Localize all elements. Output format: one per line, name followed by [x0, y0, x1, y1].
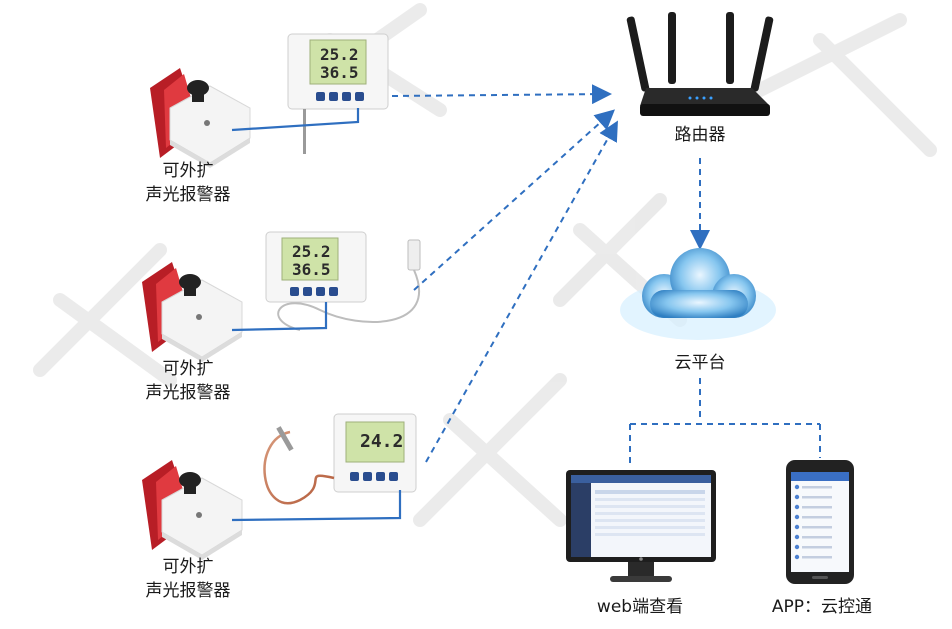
sensor1-alarm-cable [231, 108, 360, 132]
alarm-label-1-line2: 声光报警器 [145, 185, 231, 205]
cloud-platform-label: 云平台 [674, 353, 726, 373]
sensor-2-temp: 25.2 [292, 242, 331, 261]
web-monitor [566, 470, 716, 582]
alarm-label-3-line2: 声光报警器 [145, 581, 231, 601]
sensor3-probe [276, 426, 294, 452]
sensor3-alarm-cable [231, 490, 402, 522]
alarm-label-2-line2: 声光报警器 [145, 383, 231, 403]
router-device [626, 12, 774, 116]
sensor-device-3: 24.2 [333, 413, 417, 493]
arrow-sensor2-router [413, 109, 615, 291]
sensor-3-temp: 24.2 [360, 431, 403, 452]
sensor-1-temp: 25.2 [320, 45, 359, 64]
sensor-device-2: 25.2 36.5 [265, 231, 421, 303]
app-label: APP：云控通 [771, 597, 873, 617]
alarm-label-3-line1: 可外扩 [162, 557, 214, 577]
sensor2-probe-wire [277, 269, 421, 331]
cloud-icon [620, 248, 776, 340]
arrow-sensor1-router [391, 84, 612, 105]
cloud-distribution-lines [629, 378, 821, 466]
sensor-2-humidity: 36.5 [292, 260, 331, 279]
sensor-device-1: 25.2 36.5 [287, 33, 389, 154]
alarm-label-1-line1: 可外扩 [162, 161, 214, 181]
sensor-1-humidity: 36.5 [320, 63, 359, 82]
alarm-label-2-line1: 可外扩 [162, 359, 214, 379]
arrow-sensor3-router [425, 120, 618, 463]
alarm-device-2 [142, 262, 243, 362]
web-view-label: web端查看 [596, 597, 684, 617]
alarm-device-3 [142, 460, 243, 560]
app-phone [786, 460, 854, 584]
sensor3-probe-wire [263, 430, 335, 505]
sensor2-alarm-cable [231, 302, 328, 332]
router-label: 路由器 [674, 125, 726, 145]
alarm-device-1 [150, 68, 251, 168]
